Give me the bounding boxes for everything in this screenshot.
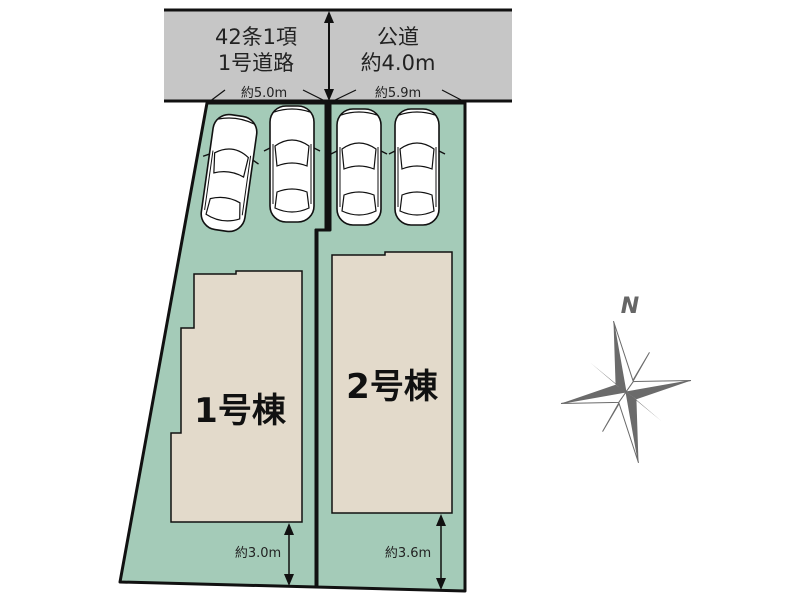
compass-north-label: N <box>621 294 639 319</box>
setback-lot2-label: 約3.6m <box>385 546 431 561</box>
building-2-label: 2号棟 <box>346 367 439 407</box>
building-1-label: 1号棟 <box>194 391 287 431</box>
compass-rose-icon <box>560 320 692 464</box>
arrow-head-down-icon <box>324 89 334 101</box>
arrow-head-up-icon <box>284 523 294 535</box>
road: 42条1項 1号道路 公道 約4.0m 約5.0m 約5.9m <box>164 8 512 103</box>
setback-dimension-1: 約3.0m <box>235 523 294 586</box>
road-type-label-1: 42条1項 <box>215 25 297 49</box>
frontage-leader-1b <box>302 89 328 103</box>
parking-area <box>200 105 446 233</box>
arrow-head-down-icon <box>284 574 294 586</box>
frontage-leader-1a <box>208 89 226 103</box>
arrow-head-up-icon <box>436 514 446 526</box>
frontage-lot2-label: 約5.9m <box>375 86 421 101</box>
arrow-head-down-icon <box>436 578 446 590</box>
frontage-leader-2a <box>330 89 357 103</box>
road-type-label-2: 1号道路 <box>218 51 294 75</box>
car-3 <box>330 108 388 226</box>
building-2 <box>331 251 453 514</box>
frontage-lot1-label: 約5.0m <box>241 86 287 101</box>
car-2 <box>263 105 321 223</box>
arrow-head-up-icon <box>324 11 334 23</box>
car-4 <box>388 108 446 226</box>
building-1 <box>170 270 303 523</box>
frontage-leader-2b <box>441 89 466 103</box>
road-surface <box>164 9 512 102</box>
road-name-label: 公道 <box>377 25 419 49</box>
car-1 <box>200 113 259 233</box>
setback-lot1-label: 約3.0m <box>235 546 281 561</box>
setback-dimension-2: 約3.6m <box>385 514 446 590</box>
road-width-label: 約4.0m <box>361 51 436 75</box>
